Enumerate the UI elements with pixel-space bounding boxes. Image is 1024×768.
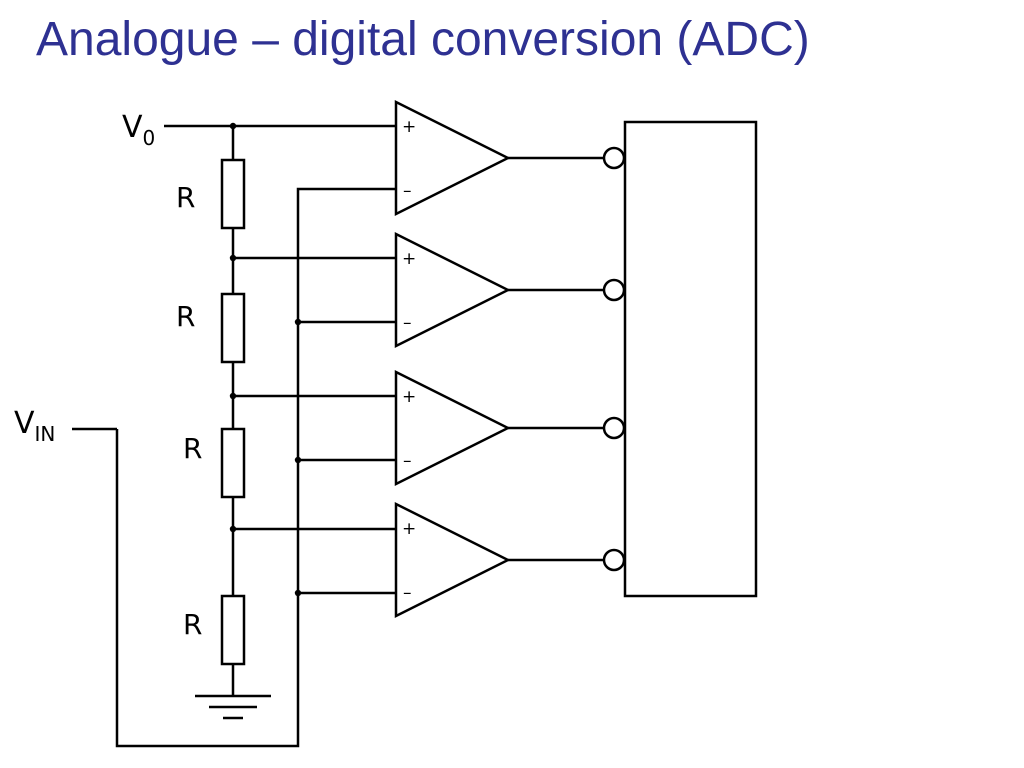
junction-dot [294, 318, 302, 326]
ladder-tap-wires [233, 256, 396, 531]
junction-dot [229, 392, 237, 400]
encoder-block [623, 120, 758, 598]
junction-dot [229, 122, 237, 130]
resistor-label: R [176, 181, 195, 214]
junction-dot [229, 254, 237, 262]
vin-bus [72, 187, 396, 748]
output-bubble [602, 548, 626, 572]
junction-dot [294, 456, 302, 464]
v0-label: V0 [122, 110, 155, 150]
junction-dots [229, 122, 302, 597]
resistor-2 [220, 292, 246, 364]
output-bubble [602, 146, 626, 170]
junction-dot [294, 589, 302, 597]
comparator-2: + – [394, 231, 626, 349]
resistor-label: R [183, 608, 202, 641]
output-bubble [602, 416, 626, 440]
comparator-3: + – [394, 369, 626, 487]
ground-symbol [195, 694, 271, 720]
minus-sign: – [403, 181, 412, 201]
plus-sign: + [402, 117, 416, 137]
slide-title: Analogue – digital conversion (ADC) [36, 13, 810, 66]
minus-sign: – [403, 451, 412, 471]
resistor-3 [220, 427, 246, 499]
plus-sign: + [402, 387, 416, 407]
resistor-ladder [220, 126, 246, 696]
minus-sign: – [403, 313, 412, 333]
minus-sign: – [403, 583, 412, 603]
resistor-1 [220, 158, 246, 230]
plus-sign: + [402, 249, 416, 269]
vin-label: VIN [14, 406, 55, 446]
resistor-4 [220, 594, 246, 666]
resistor-label: R [183, 432, 202, 465]
output-bubble [602, 278, 626, 302]
junction-dot [229, 525, 237, 533]
comparator-4: + – [394, 501, 626, 619]
plus-sign: + [402, 519, 416, 539]
resistor-label: R [176, 300, 195, 333]
comparator-1: + – [394, 99, 626, 217]
